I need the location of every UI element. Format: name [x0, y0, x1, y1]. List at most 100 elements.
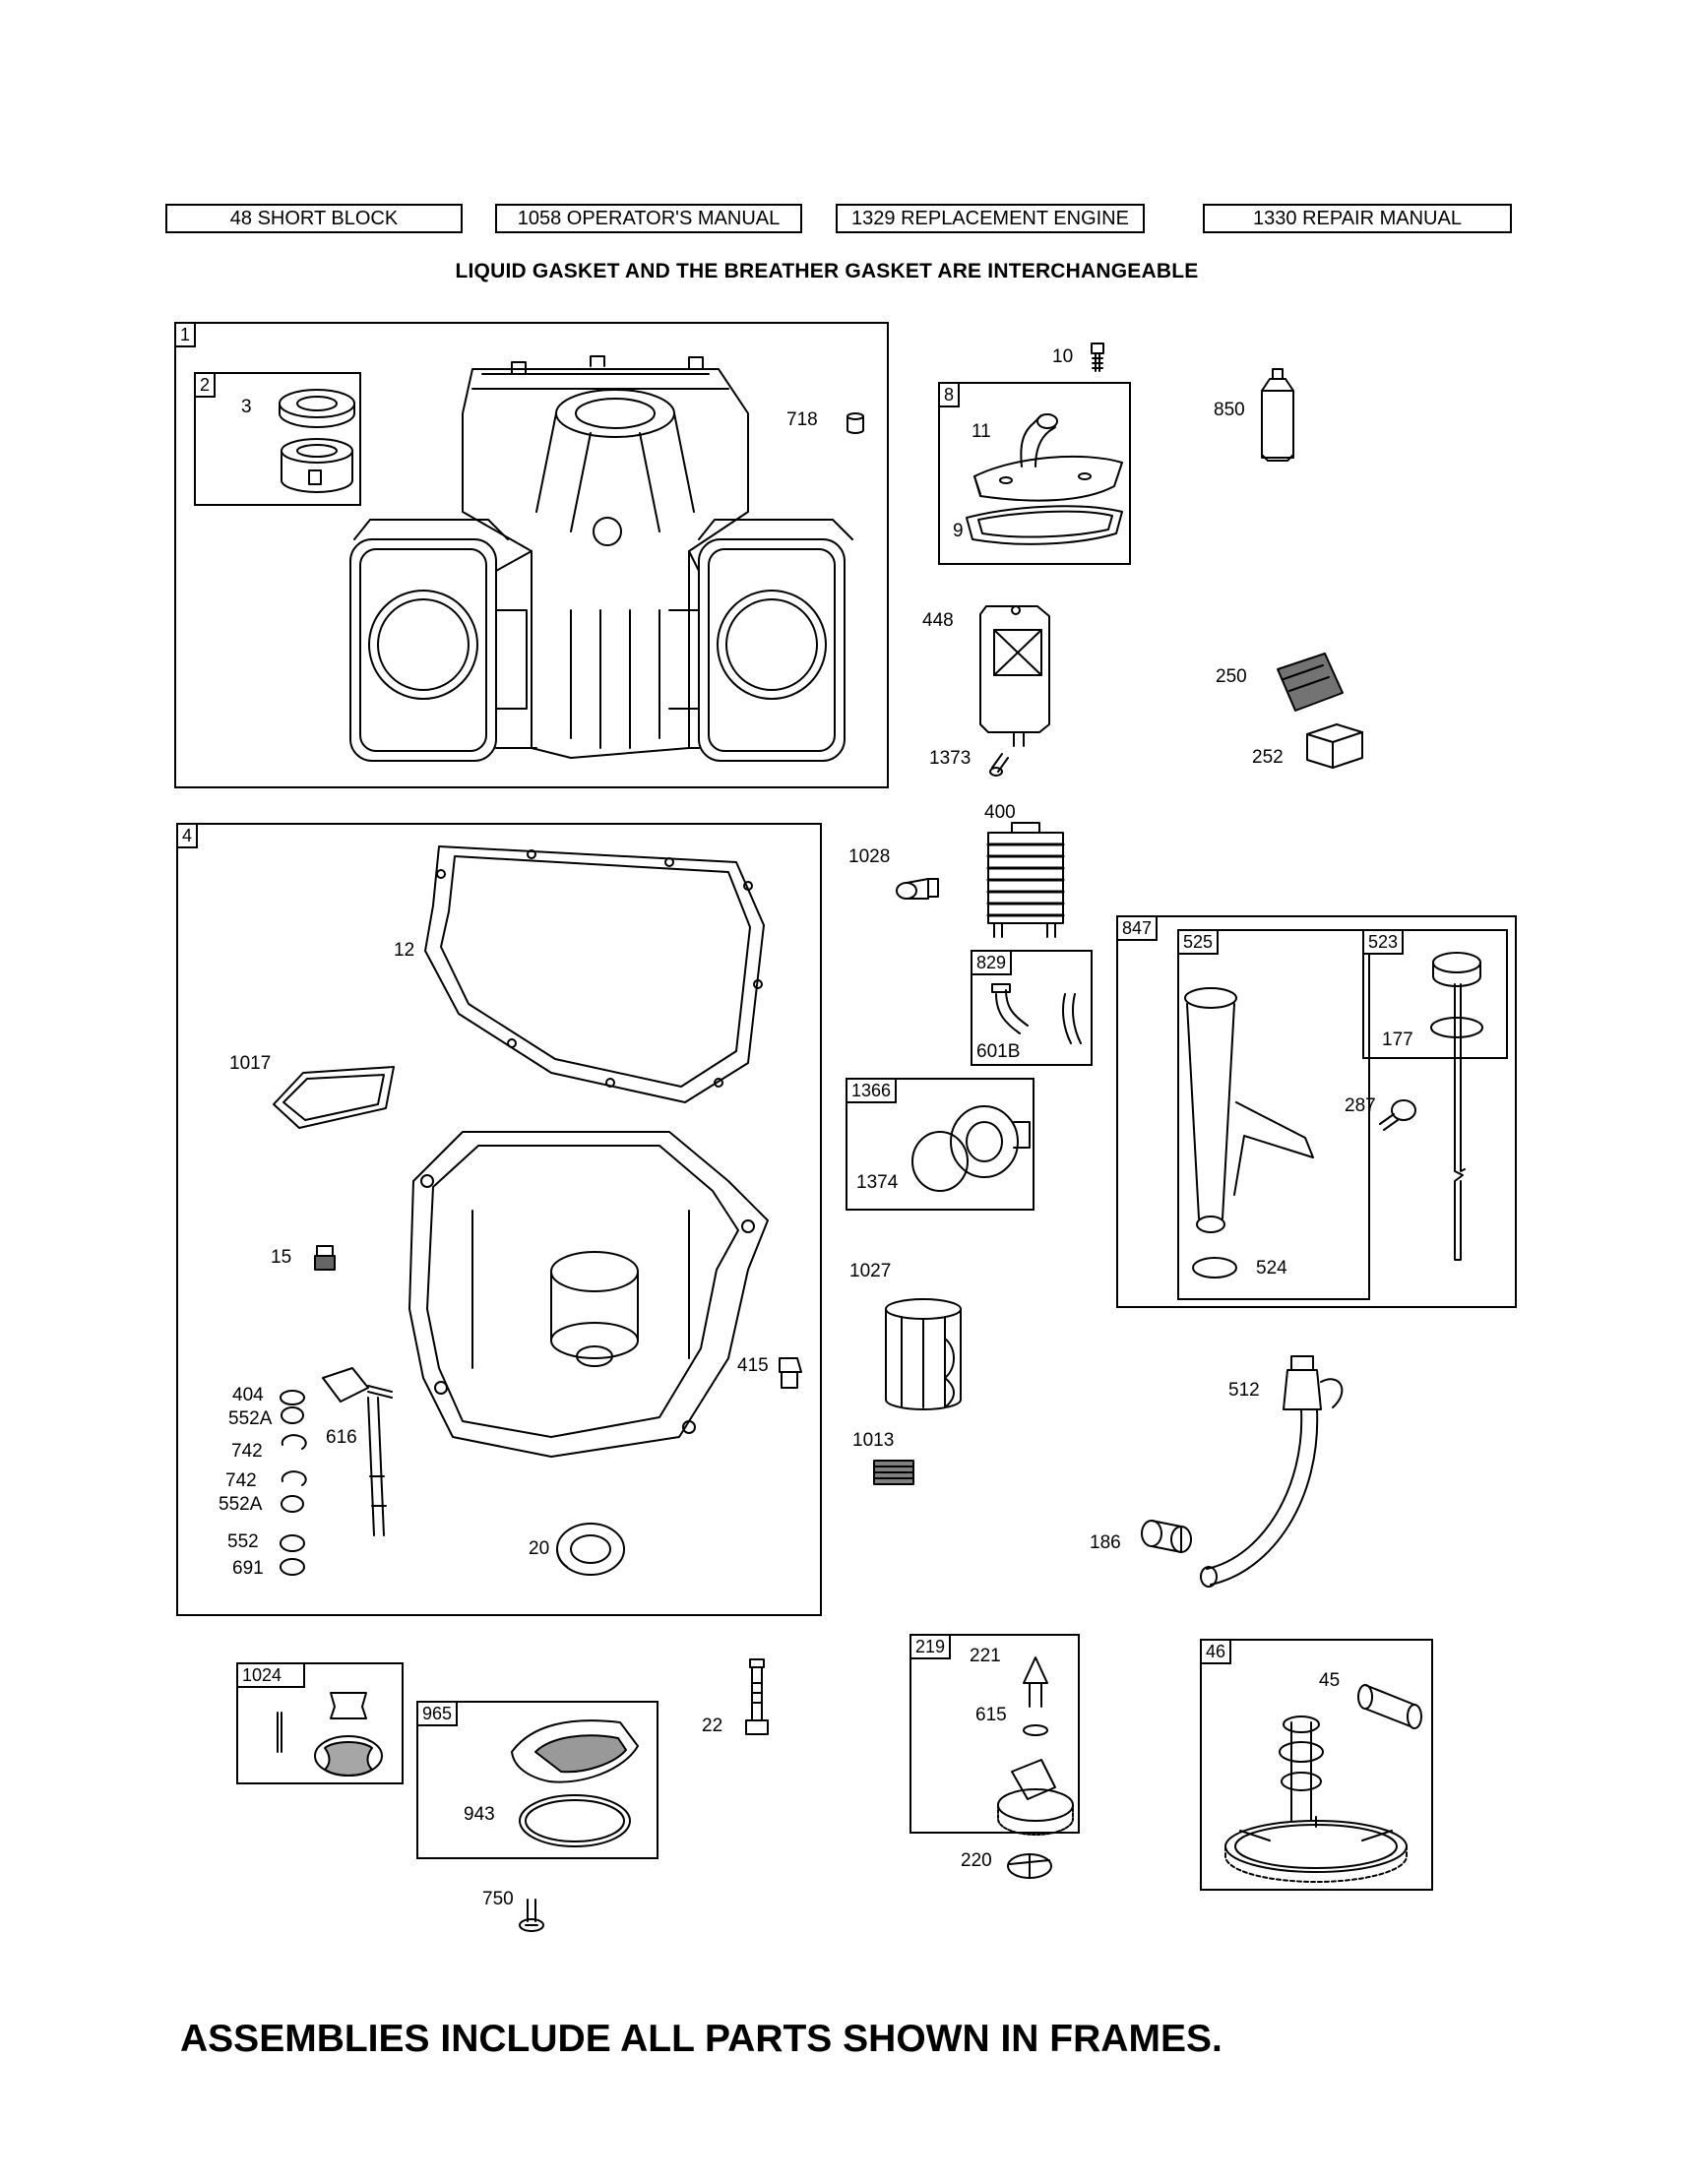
part-num-404: 404: [232, 1385, 264, 1405]
part-num-186: 186: [1090, 1532, 1121, 1553]
lifter-45-illustration: [1357, 1684, 1422, 1729]
frame-tag-8: 8: [938, 382, 961, 407]
screw-1373-illustration: [989, 753, 1009, 777]
part-num-552a-bottom: 552A: [219, 1494, 263, 1515]
oil-seal-illustration: [279, 389, 355, 428]
pre-cleaner-illustration: [1306, 723, 1363, 769]
governor-gear-illustration: [997, 1759, 1074, 1836]
governor-cup-illustration: [1023, 1656, 1048, 1736]
frame-46: [1200, 1639, 1433, 1891]
header-box-replacement-engine: 1329 REPLACEMENT ENGINE: [836, 204, 1145, 233]
part-num-616: 616: [326, 1427, 357, 1448]
frame-219: [909, 1634, 1080, 1834]
camshaft-illustration: [1224, 1716, 1408, 1883]
oil-cooler-hose-illustration: [991, 983, 1082, 1044]
bearing-illustration: [281, 438, 353, 493]
frame-tag-1024: 1024: [236, 1662, 305, 1688]
frame-847: [1116, 915, 1517, 1308]
part-num-742-bottom: 742: [225, 1470, 257, 1491]
part-num-524: 524: [1256, 1258, 1287, 1279]
frame-965: [416, 1701, 658, 1859]
part-num-45: 45: [1319, 1670, 1341, 1691]
screw-287-illustration: [1379, 1099, 1416, 1131]
part-num-177: 177: [1382, 1030, 1413, 1050]
cylinder-block-illustration: [349, 355, 853, 762]
part-num-252: 252: [1252, 747, 1284, 768]
dipstick-tube-illustration: [1184, 987, 1314, 1279]
interchangeable-note: LIQUID GASKET AND THE BREATHER GASKET AR…: [455, 260, 1199, 282]
screw-750-illustration: [519, 1899, 544, 1932]
part-num-552: 552: [227, 1531, 259, 1552]
part-num-3: 3: [241, 397, 252, 417]
frame-525: [1177, 929, 1370, 1300]
oil-pump-cover-illustration: [511, 1719, 639, 1847]
washer-stack-illustration: [280, 1390, 307, 1576]
frame-tag-219: 219: [909, 1634, 952, 1659]
frame-tag-525: 525: [1177, 929, 1220, 955]
air-filter-element-illustration: [1277, 653, 1344, 712]
part-num-10: 10: [1052, 346, 1074, 367]
header-box-operators-manual: 1058 OPERATOR'S MANUAL: [495, 204, 802, 233]
plug-415-illustration: [779, 1357, 802, 1389]
oil-seal-20-illustration: [556, 1523, 625, 1576]
part-num-750: 750: [482, 1889, 514, 1909]
frame-tag-847: 847: [1116, 915, 1159, 941]
part-num-9: 9: [953, 521, 964, 541]
part-num-1027: 1027: [849, 1261, 892, 1281]
part-num-220: 220: [961, 1850, 992, 1871]
screw-10-illustration: [1091, 343, 1104, 372]
part-num-552a-top: 552A: [228, 1408, 273, 1429]
frame-tag-1: 1: [174, 322, 197, 347]
part-num-15: 15: [271, 1247, 292, 1268]
part-num-1017: 1017: [229, 1053, 272, 1074]
part-num-850: 850: [1214, 400, 1245, 420]
sealant-tube-illustration: [1261, 368, 1294, 462]
washer-220-illustration: [1007, 1853, 1052, 1879]
frame-1024: [236, 1662, 404, 1784]
frame-4: [176, 823, 822, 1616]
part-num-512: 512: [1228, 1380, 1260, 1401]
part-num-11: 11: [972, 421, 991, 442]
part-num-415: 415: [737, 1355, 769, 1376]
breather-gasket-illustration: [966, 505, 1123, 545]
adapter-186-illustration: [1141, 1520, 1192, 1553]
fitting-1028-illustration: [896, 878, 939, 900]
part-num-250: 250: [1216, 666, 1247, 687]
frame-8: [938, 382, 1131, 565]
part-num-742-top: 742: [231, 1441, 263, 1462]
part-num-400: 400: [984, 802, 1016, 823]
part-num-287: 287: [1345, 1095, 1376, 1116]
gasket-1017-illustration: [273, 1066, 395, 1129]
nipple-1013-illustration: [873, 1460, 914, 1485]
frame-523: [1362, 929, 1508, 1059]
crankcase-gasket-illustration: [424, 845, 765, 1103]
frame-829: [971, 950, 1093, 1066]
part-num-601b: 601B: [976, 1041, 1021, 1062]
part-num-20: 20: [529, 1538, 550, 1559]
drain-valve-illustration: [1200, 1355, 1344, 1588]
oil-filter-adapter-illustration: [911, 1105, 1031, 1192]
part-num-1373: 1373: [929, 748, 972, 769]
part-num-1028: 1028: [848, 846, 891, 867]
header-box-repair-manual: 1330 REPAIR MANUAL: [1203, 204, 1512, 233]
plug-15-illustration: [314, 1245, 336, 1271]
part-num-12: 12: [394, 940, 415, 961]
frame-2: [194, 372, 361, 506]
module-448-illustration: [979, 605, 1050, 747]
frame-tag-46: 46: [1200, 1639, 1232, 1664]
bolt-22-illustration: [745, 1658, 769, 1735]
oil-pump-rotor-illustration: [277, 1692, 383, 1777]
assemblies-footer-note: ASSEMBLIES INCLUDE ALL PARTS SHOWN IN FR…: [180, 2018, 1223, 2060]
part-num-718: 718: [786, 409, 818, 430]
dowel-pin-illustration: [846, 412, 864, 434]
part-num-1374: 1374: [856, 1172, 899, 1193]
frame-tag-4: 4: [176, 823, 199, 848]
governor-shaft-illustration: [322, 1367, 393, 1536]
part-num-691: 691: [232, 1558, 264, 1579]
frame-1: [174, 322, 889, 788]
part-num-448: 448: [922, 610, 954, 631]
frame-tag-2: 2: [194, 372, 217, 398]
part-num-943: 943: [464, 1804, 495, 1825]
part-num-22: 22: [702, 1716, 723, 1736]
